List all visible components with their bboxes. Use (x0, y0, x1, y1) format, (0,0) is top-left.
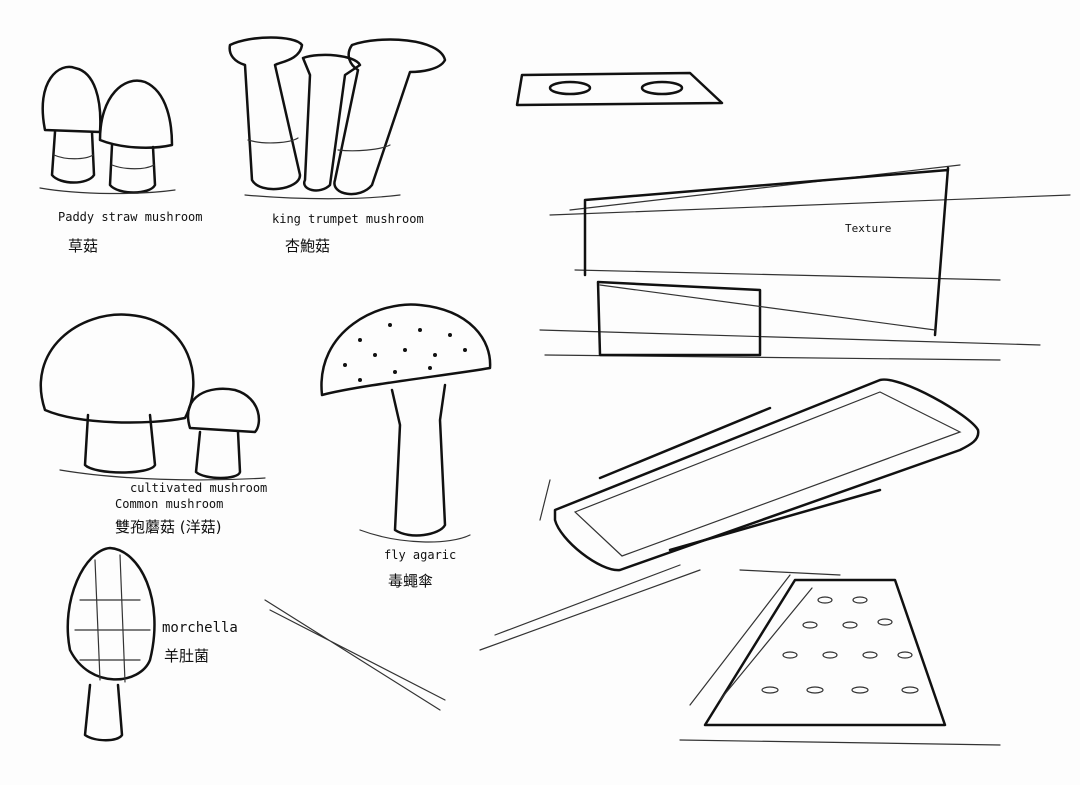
label-paddy-straw-en: Paddy straw mushroom (58, 210, 203, 224)
label-morchella-en: morchella (162, 620, 238, 636)
morchella-drawing (66, 546, 156, 742)
label-common-en2: Common mushroom (115, 497, 224, 511)
label-texture: Texture (845, 222, 892, 235)
label-king-trumpet-cn: 杏鮑菇 (285, 237, 331, 255)
stick-drawing (264, 599, 446, 711)
label-morchella-cn: 羊肚菌 (164, 647, 210, 665)
label-king-trumpet-en: king trumpet mushroom (272, 212, 424, 226)
label-fly-agaric-cn: 毒蠅傘 (388, 572, 434, 590)
tray-perforated-drawing (679, 569, 1001, 746)
label-common-cn: 雙孢蘑菇 (洋菇) (115, 518, 222, 536)
common-mushroom-drawing (39, 313, 266, 481)
king-trumpet-mushroom-drawing (228, 36, 447, 200)
paddy-straw-mushroom-drawing (39, 65, 176, 195)
label-common-en1: cultivated mushroom (130, 481, 268, 495)
label-fly-agaric-en: fly agaric (384, 548, 457, 562)
tray-top-drawing (515, 71, 724, 107)
label-paddy-straw-cn: 草菇 (68, 237, 99, 255)
tray-angled-drawing (479, 378, 980, 651)
texture-box-drawing (539, 164, 1071, 361)
fly-agaric-drawing (320, 303, 492, 543)
